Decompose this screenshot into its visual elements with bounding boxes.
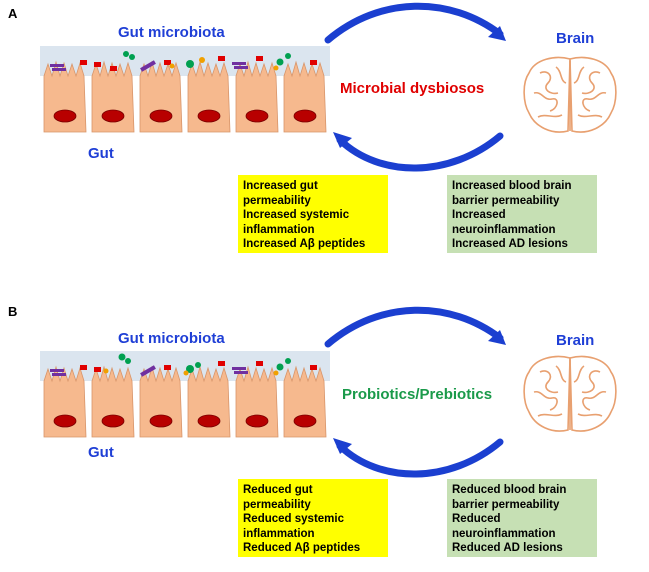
gut-effect-line: inflammation — [243, 527, 315, 540]
curved-arrow-right-icon — [324, 2, 506, 44]
curved-arrow-left-icon — [333, 438, 504, 478]
curved-arrow-left-icon — [333, 132, 504, 172]
gut-effect-line: Increased gut — [243, 180, 318, 192]
brain-label: Brain — [556, 30, 595, 47]
brain-effect-line: barrier permeability — [452, 194, 560, 207]
panel-a: A Gut microbiota Brain Gut Microbial dys… — [8, 2, 617, 253]
brain-label: Brain — [556, 332, 595, 349]
gut-effects-box: Reduced gut permeability Reduced systemi… — [238, 479, 388, 557]
brain-effect-line: barrier permeability — [452, 498, 560, 511]
intestinal-epithelium-icon — [40, 351, 330, 438]
brain-effect-line: neuroinflammation — [452, 223, 556, 236]
brain-effect-line: Increased AD lesions — [452, 238, 568, 251]
brain-effect-line: Reduced blood brain — [452, 484, 567, 496]
curved-arrow-right-icon — [324, 306, 506, 348]
brain-effect-line: Reduced AD lesions — [452, 542, 563, 555]
panel-letter: B — [8, 304, 18, 319]
microbial-dysbiosis-label: Microbial dysbiosos — [340, 80, 485, 97]
brain-effect-line: Increased — [452, 209, 506, 222]
gut-microbiota-label: Gut microbiota — [118, 330, 225, 347]
gut-effect-line: permeability — [243, 498, 311, 511]
gut-effect-line: Increased systemic — [243, 209, 350, 222]
brain-effects-box: Reduced blood brain barrier permeability… — [447, 479, 597, 557]
gut-microbiota-label: Gut microbiota — [118, 24, 225, 41]
arrows-a — [324, 2, 506, 172]
probiotics-prebiotics-label: Probiotics/Prebiotics — [342, 386, 493, 403]
gut-effect-line: Reduced gut — [243, 484, 313, 496]
gut-label: Gut — [88, 444, 114, 461]
gut-effect-line: Reduced Aβ peptides — [243, 542, 361, 555]
brain-effect-line: Reduced — [452, 513, 501, 526]
gut-effect-line: permeability — [243, 194, 311, 207]
gut-effects-box: Increased gut permeability Increased sys… — [238, 175, 388, 253]
panel-letter: A — [8, 6, 18, 21]
gut-effect-line: Increased Aβ peptides — [243, 238, 366, 251]
arrows-b — [324, 306, 506, 478]
gut-effect-line: Reduced systemic — [243, 513, 344, 526]
brain-effect-line: neuroinflammation — [452, 527, 556, 540]
brain-icon — [523, 56, 617, 133]
brain-effect-line: Increased blood brain — [452, 180, 572, 192]
intestinal-epithelium-icon — [40, 46, 330, 133]
brain-effects-box: Increased blood brain barrier permeabili… — [447, 175, 597, 253]
brain-icon — [523, 355, 617, 432]
gut-label: Gut — [88, 145, 114, 162]
gut-effect-line: inflammation — [243, 223, 315, 236]
panel-b: B Gut microbiota Brain Gut Probiotics/Pr… — [0, 296, 649, 572]
